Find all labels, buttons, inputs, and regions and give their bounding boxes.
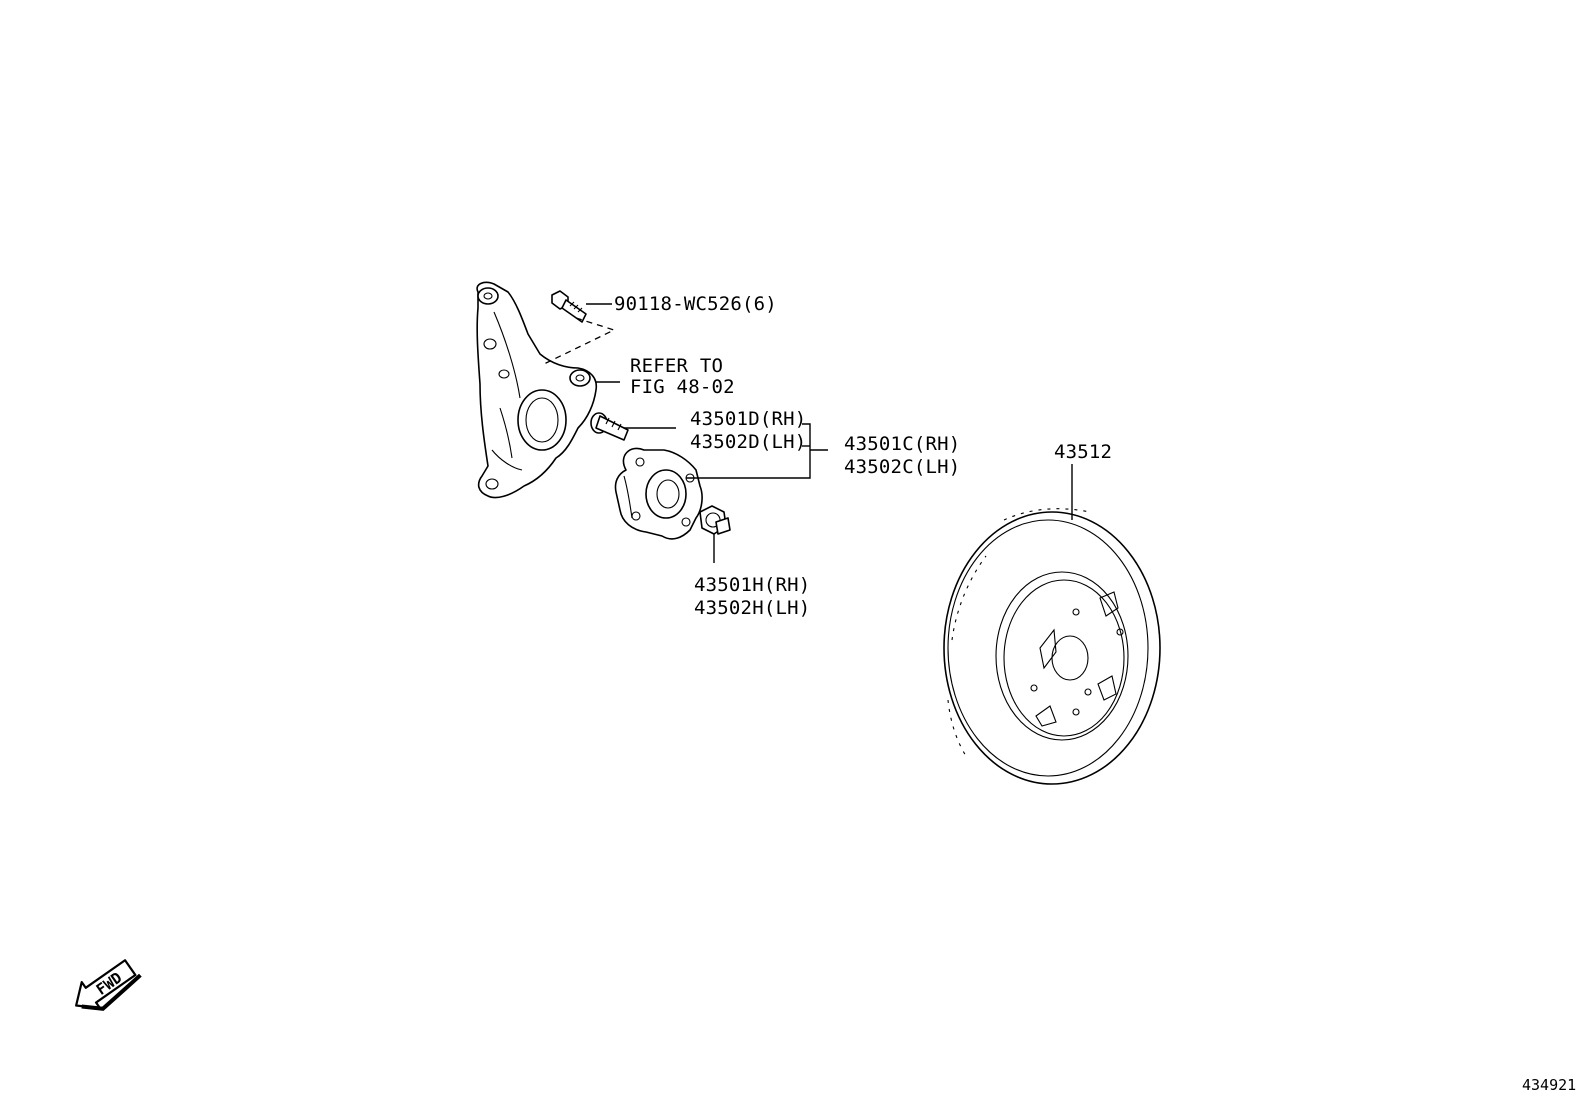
hub-bearing-assembly <box>614 447 703 540</box>
hub-bolt <box>590 412 629 441</box>
hub-nut <box>699 505 731 535</box>
hub-nut-lh-part-number: 43502H(LH) <box>694 597 810 619</box>
brake-disc-rotor <box>943 508 1161 785</box>
disc-part-number: 43512 <box>1054 441 1112 463</box>
refer-to-line1: REFER TO <box>630 355 723 377</box>
hub-assembly-lh-part-number: 43502C(LH) <box>844 456 960 478</box>
figure-id: 434921 <box>1522 1076 1576 1094</box>
hub-assembly-bracket <box>686 423 811 479</box>
hub-bolt-lh-part-number: 43502D(LH) <box>690 431 806 453</box>
hub-nut-rh-part-number: 43501H(RH) <box>694 574 810 596</box>
hub-assembly-rh-part-number: 43501C(RH) <box>844 433 960 455</box>
refer-to-line2: FIG 48-02 <box>630 376 735 398</box>
hub-bolt-rh-part-number: 43501D(RH) <box>690 408 806 430</box>
steering-knuckle <box>476 281 598 499</box>
bolt-part-number: 90118-WC526(6) <box>614 293 777 315</box>
fwd-arrow-icon: FWD <box>75 959 142 1011</box>
knuckle-bolt <box>551 290 587 323</box>
